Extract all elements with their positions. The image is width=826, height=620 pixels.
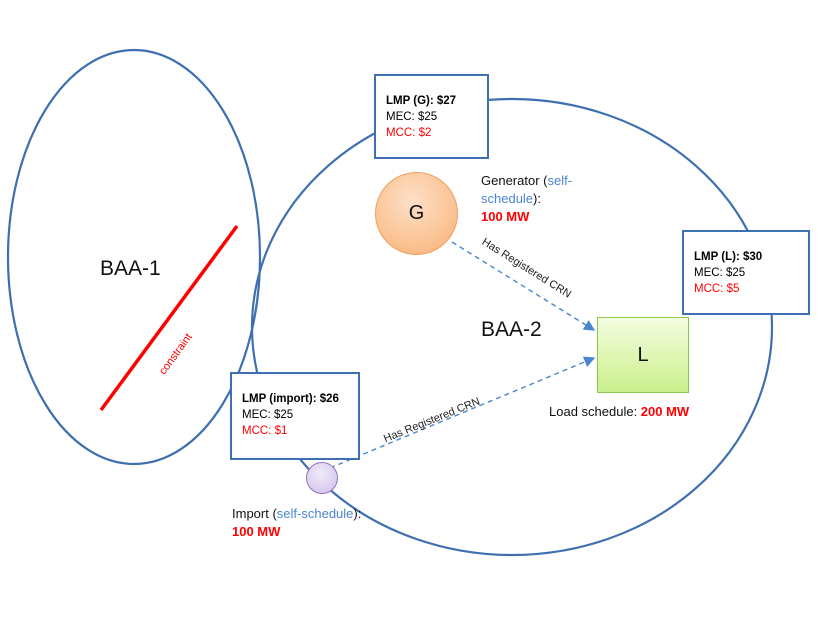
generator-note-suffix: ): — [533, 191, 541, 206]
generator-note-prefix: Generator ( — [481, 173, 548, 188]
lmp-load: LMP (L): $30 — [694, 251, 763, 263]
mec-import: MEC: $25 — [242, 409, 294, 421]
mcc-load: MCC: $5 — [694, 283, 740, 295]
import-note-suffix: ): — [353, 506, 362, 521]
baa1-boundary — [6, 48, 262, 466]
import-amount: 100 MW — [232, 524, 281, 539]
load-node: L — [597, 317, 689, 393]
mec-generator: MEC: $25 — [386, 111, 438, 123]
constraint-line — [99, 224, 239, 412]
load-note: Load schedule: 200 MW — [549, 403, 689, 421]
load-symbol: L — [637, 343, 649, 366]
baa2-boundary — [250, 97, 774, 557]
generator-node: G — [375, 172, 458, 255]
price-box-load: LMP (L): $30 MEC: $25 MCC: $5 — [682, 230, 810, 315]
load-amount: 200 MW — [640, 404, 690, 419]
mcc-generator: MCC: $2 — [386, 127, 432, 139]
connector-import-load — [329, 356, 596, 469]
import-note: Import (self-schedule): 100 MW — [232, 505, 372, 541]
generator-note-keyword: self-schedule — [481, 173, 573, 206]
price-box-import: LMP (import): $26 MEC: $25 MCC: $1 — [230, 372, 360, 460]
import-note-keyword: self-schedule — [276, 506, 354, 521]
lmp-import: LMP (import): $26 — [242, 393, 339, 405]
lmp-generator: LMP (G): $27 — [386, 95, 457, 107]
price-box-generator: LMP (G): $27 MEC: $25 MCC: $2 — [374, 74, 489, 159]
generator-note: Generator (self-schedule): 100 MW — [481, 172, 591, 226]
connector-generator-load — [451, 241, 596, 331]
mcc-import: MCC: $1 — [242, 425, 288, 437]
baa2-label: BAA-2 — [481, 318, 542, 341]
import-note-prefix: Import ( — [232, 506, 277, 521]
import-node — [306, 462, 338, 494]
generator-symbol: G — [408, 202, 425, 224]
generator-amount: 100 MW — [481, 209, 530, 224]
baa1-label: BAA-1 — [100, 257, 161, 280]
load-note-prefix: Load schedule: — [549, 404, 641, 419]
mec-load: MEC: $25 — [694, 267, 746, 279]
